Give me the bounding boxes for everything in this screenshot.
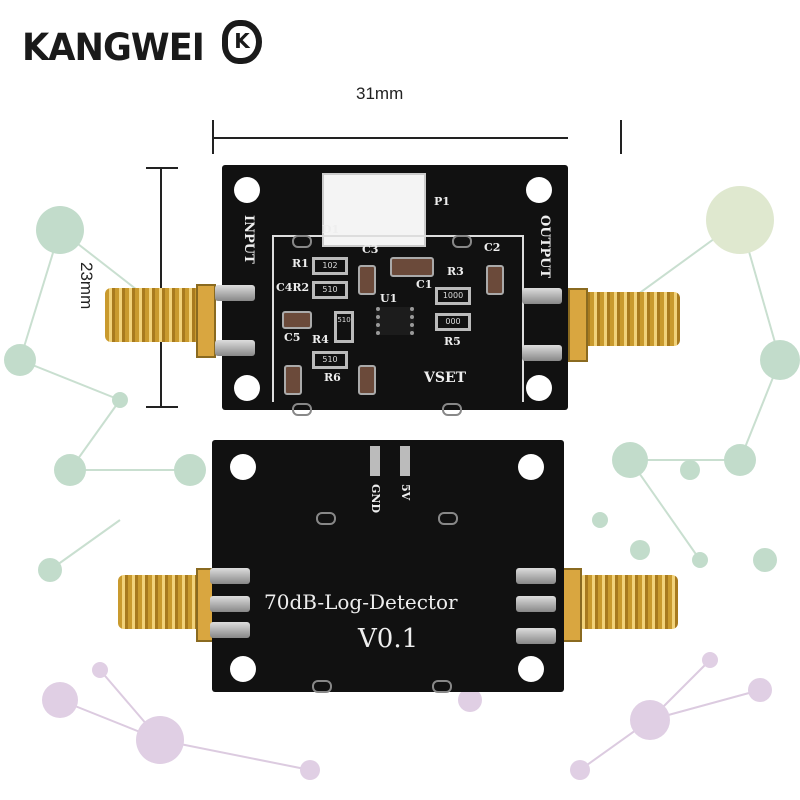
p1-label: P1 [434,195,450,208]
output-pad-bottom [516,596,556,612]
top-pcb-board: INPUT OUTPUT P1 D1 R1 C4R2 C5 R4 R6 R3 C… [222,165,568,416]
input-pad [215,340,255,356]
gnd-pin [370,446,380,476]
width-tick-left [212,120,214,154]
input-pad-bottom [210,568,250,584]
capacitor-c1 [390,257,434,277]
board-version: V0.1 [358,624,419,654]
input-label: INPUT [241,215,256,264]
u1-label: U1 [380,292,398,305]
output-label: OUTPUT [537,215,552,279]
height-dimension-label: 23mm [77,262,96,310]
resistor-r1: 102 [312,257,348,275]
output-connector-flange-bottom [562,568,582,642]
r3-label: R3 [447,265,464,278]
capacitor-c5 [284,365,302,395]
vset-label: VSET [424,370,467,386]
5v-pin [400,446,410,476]
d1-label: D1 [322,223,340,236]
capacitor-c3 [358,265,376,295]
input-sma-connector-bottom [118,575,208,629]
output-sma-connector-bottom [578,575,678,629]
r1-label: R1 [292,257,309,270]
brand-logo-mark: K [222,20,262,64]
c1-label: C1 [416,278,433,291]
bottom-pcb-board: GND 5V 70dB-Log-Detector V0.1 [212,440,564,693]
r4-label: R4 [312,333,329,346]
input-sma-connector [105,288,205,342]
capacitor-c6 [358,365,376,395]
input-pad-bottom [210,622,250,638]
output-sma-connector [580,292,680,346]
r5-label: R5 [444,335,461,348]
width-dimension-line [213,137,568,139]
silkscreen-outline [272,235,524,402]
input-connector-flange [196,284,216,358]
width-tick-right [620,120,622,154]
c3-label: C3 [362,243,379,256]
output-pad-bottom [516,628,556,644]
input-pad [215,285,255,301]
brand-logo: KANGWEI [22,26,205,69]
u1-chip [376,307,414,335]
resistor-r6: 510 [312,351,348,369]
c2-label: C2 [484,241,501,254]
resistor-r2: 510 [312,281,348,299]
output-pad [522,288,562,304]
height-tick-top [146,167,178,169]
resistor-r3: 1000 [435,287,471,305]
output-connector-flange [568,288,588,362]
c5-label: C5 [284,331,301,344]
input-pad-bottom [210,596,250,612]
capacitor-c2 [486,265,504,295]
r6-label: R6 [324,371,341,384]
height-tick-bottom [146,406,178,408]
resistor-r5: 000 [435,313,471,331]
board-title: 70dB-Log-Detector [264,590,458,614]
c4r2-label: C4R2 [276,281,310,294]
capacitor-c4 [282,311,312,329]
output-pad-bottom [516,568,556,584]
width-dimension-label: 31mm [356,84,404,103]
power-header-connector [322,173,426,247]
output-pad [522,345,562,361]
5v-label: 5V [399,484,412,501]
gnd-label: GND [369,484,382,513]
resistor-r4: 510 [334,311,354,343]
